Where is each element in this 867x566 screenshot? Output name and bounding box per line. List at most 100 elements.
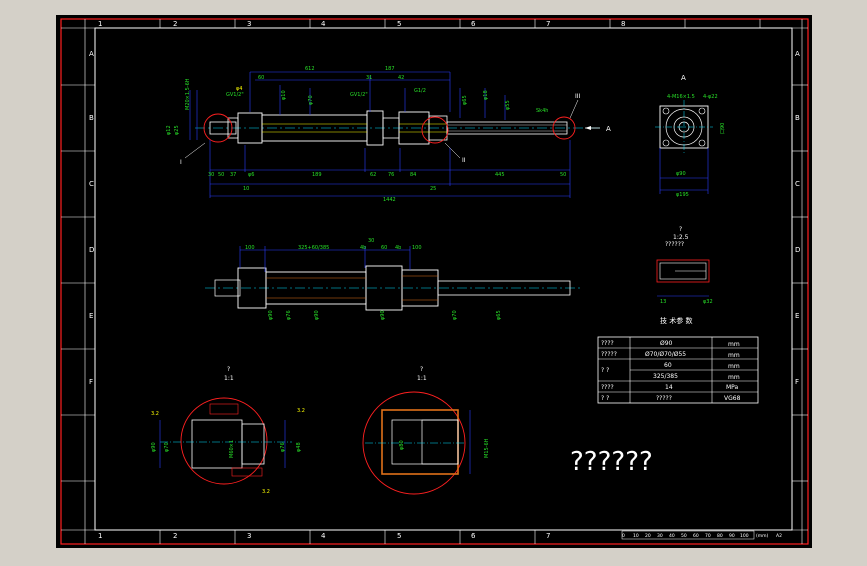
border-letter: F xyxy=(89,378,93,386)
param-unit: mm xyxy=(728,341,740,348)
border-numbers-top: 1 2 3 4 5 6 7 8 xyxy=(98,20,625,28)
parameter-table-title: 技 术参 数 xyxy=(660,316,692,325)
view-a-title: A xyxy=(681,74,686,82)
param-unit: mm xyxy=(728,374,740,381)
param-value: 14 xyxy=(665,384,673,391)
scale-bar: 0 10 20 30 40 50 60 70 80 90 100 (mm) A2 xyxy=(621,530,782,540)
param-name: ???? xyxy=(601,384,614,391)
drawing-background xyxy=(56,15,812,548)
param-value: 60 xyxy=(664,362,672,369)
dim-text: 445 xyxy=(495,172,505,178)
dim-text: Sk4h xyxy=(536,108,548,114)
dim-text: 口90 xyxy=(720,123,726,134)
dim-text: 4b xyxy=(395,245,401,251)
callout-iii: III xyxy=(575,93,581,100)
dim-text: 42 xyxy=(398,75,404,81)
svg-text:80: 80 xyxy=(717,533,723,539)
border-num: 8 xyxy=(621,20,625,28)
border-num: 2 xyxy=(173,532,177,540)
border-letter: D xyxy=(795,246,800,254)
dim-text: φ90 xyxy=(151,442,157,452)
param-unit: VG68 xyxy=(724,395,741,402)
border-letter: E xyxy=(795,312,799,320)
border-num: 6 xyxy=(471,532,476,540)
border-letter: A xyxy=(795,50,800,58)
border-num: 2 xyxy=(173,20,177,28)
param-value: Ø70/Ø70/Ø55 xyxy=(645,351,686,358)
dim-text: 3.2 xyxy=(262,489,270,495)
param-name: ???? xyxy=(601,340,614,347)
detail-small-title: ? xyxy=(679,226,682,233)
svg-text:20: 20 xyxy=(645,533,651,539)
dim-text: 325+60/385 xyxy=(298,245,329,251)
svg-text:10: 10 xyxy=(633,533,639,539)
dim-text: 84 xyxy=(410,172,416,178)
dim-text: φ90 xyxy=(676,171,686,177)
dim-text: φ65 xyxy=(496,310,502,320)
border-num: 7 xyxy=(546,20,550,28)
detail-1-scale: 1:1 xyxy=(224,375,234,382)
param-value: Ø90 xyxy=(660,340,673,347)
view-a-arrow-label: A xyxy=(606,125,611,133)
dim-text: M20×1.5-6H xyxy=(185,78,191,110)
dim-text: φ90 xyxy=(268,310,274,320)
dim-text: GV1/2" xyxy=(350,92,368,98)
dim-text: φ25 xyxy=(174,125,180,135)
dim-text: 4-M16×1.5 xyxy=(667,94,695,100)
border-numbers-bottom: 1 2 3 4 5 6 7 xyxy=(98,532,550,540)
dim-text: 13 xyxy=(660,299,666,305)
detail-circle-iii xyxy=(552,116,576,140)
border-letter: B xyxy=(795,114,800,122)
dim-text: φ65 xyxy=(462,95,468,105)
svg-text:70: 70 xyxy=(705,533,711,539)
border-num: 7 xyxy=(546,532,550,540)
detail-small-scale: 1:2.5 xyxy=(673,234,689,241)
svg-text:90: 90 xyxy=(729,533,735,539)
dim-text: 30 xyxy=(368,238,374,244)
dim-text: 1442 xyxy=(383,197,396,203)
param-name: ? ? xyxy=(601,395,609,402)
dim-text: φ55 xyxy=(505,100,511,110)
dim-text: φ76 xyxy=(286,310,292,320)
dim-text: φ6 xyxy=(248,172,254,178)
dim-text: 3.2 xyxy=(297,408,305,414)
detail-circle-ii xyxy=(421,116,449,144)
dim-text: 10 xyxy=(243,186,249,192)
svg-text:100: 100 xyxy=(740,533,749,539)
border-num: 3 xyxy=(247,532,251,540)
dim-text: φ90 xyxy=(380,310,386,320)
dim-text: 100 xyxy=(412,245,422,251)
border-letter: C xyxy=(89,180,94,188)
border-num: 4 xyxy=(321,532,326,540)
border-letter: C xyxy=(795,180,800,188)
detail-small-caption: ?????? xyxy=(665,241,684,248)
border-letter: A xyxy=(89,50,94,58)
svg-text:40: 40 xyxy=(669,533,675,539)
outer-frame xyxy=(60,18,809,545)
detail-2-view: ? 1:1 φ80 M15-6H xyxy=(362,366,490,495)
dim-text: 31 xyxy=(366,75,372,81)
svg-text:A2: A2 xyxy=(776,533,782,539)
border-num: 5 xyxy=(397,532,401,540)
svg-text:0: 0 xyxy=(622,533,625,539)
param-unit: MPa xyxy=(726,384,739,391)
param-unit: mm xyxy=(728,363,740,370)
dim-text: 60 xyxy=(381,245,387,251)
dim-text: 4-φ22 xyxy=(703,94,718,100)
dim-text: 3.2 xyxy=(151,411,159,417)
svg-text:30: 30 xyxy=(657,533,663,539)
param-name: ? ? xyxy=(601,367,609,374)
dim-text: φ195 xyxy=(676,192,689,198)
border-letters-right: A B C D E F xyxy=(795,50,800,386)
dim-text: φ70 xyxy=(164,442,170,452)
dim-text: φ32 xyxy=(703,299,713,305)
dim-text: φ70 xyxy=(452,310,458,320)
detail-1-view: ? 1:1 φ90 φ70 M60×1 φ76 φ48 3.2 3.2 3.2 xyxy=(151,366,305,495)
border-num: 5 xyxy=(397,20,401,28)
param-unit: mm xyxy=(728,352,740,359)
dim-text: 76 xyxy=(388,172,394,178)
border-num: 3 xyxy=(247,20,251,28)
dim-text: φ90 xyxy=(314,310,320,320)
